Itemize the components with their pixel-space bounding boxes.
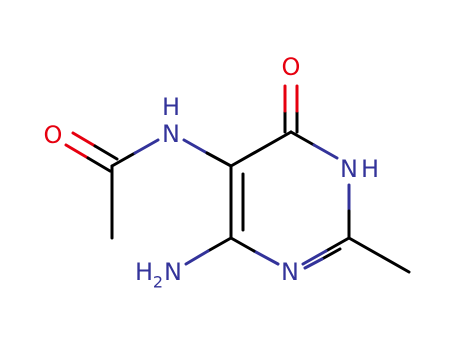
bond-acetyl-co-2-c: [93, 144, 119, 161]
bond-c5-c6: [229, 130, 293, 168]
bond-n3-c4-c: [229, 236, 256, 253]
bond-acetyl-n-c: [110, 151, 137, 168]
atom-o-acetyl: O: [44, 121, 63, 149]
bond-c2-n3-inner-n: [303, 257, 324, 270]
bond-n3-c4-n: [252, 249, 280, 266]
atom-n-amine: N: [164, 258, 182, 286]
bond-acetyl-co-1-o: [64, 143, 90, 160]
bond-acetyl-co-2-o: [71, 131, 97, 148]
atom-n-amide: N: [162, 120, 180, 148]
atom-labels: O H N O N H N H 2 N: [44, 53, 379, 292]
bond-c2-methyl: [347, 236, 411, 274]
atom-n-ring-1: N: [340, 155, 358, 183]
bond-c6-n1-c: [289, 130, 316, 147]
bond-c4-amine-n: [184, 249, 210, 266]
bond-acetyl-co-1-c: [86, 156, 112, 173]
atom-h-amine: H: [135, 258, 153, 286]
atom-n-ring-3: N: [281, 258, 299, 286]
bond-c2-n3-outer-c: [324, 236, 351, 253]
atom-o-ring: O: [282, 53, 301, 81]
bond-amide-c5-c: [205, 151, 233, 168]
atom-h-ring-1: H: [361, 155, 379, 183]
atom-sub-amine: 2: [153, 273, 163, 292]
atom-h-amide: H: [162, 93, 180, 121]
bond-c6-n1-n: [312, 143, 339, 160]
bond-acetyl-n-n: [133, 138, 160, 155]
bond-c2-n3-inner-c: [320, 247, 342, 261]
bond-amide-c5-n: [182, 138, 209, 155]
bonds: [64, 84, 411, 274]
bond-c2-n3-outer-n: [301, 249, 328, 266]
bond-c4-amine-c: [206, 236, 233, 253]
